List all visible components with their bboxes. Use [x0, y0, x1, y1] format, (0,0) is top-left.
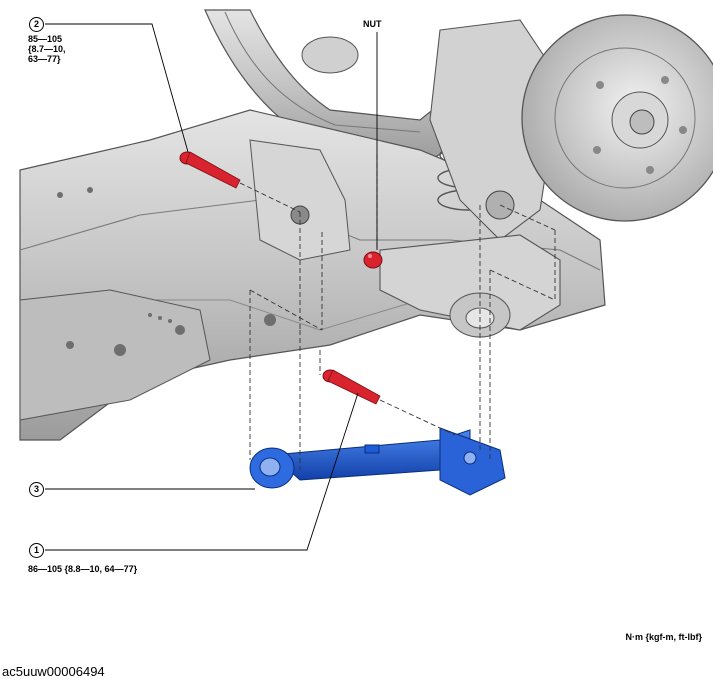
units-note: N·m {kgf-m, ft-lbf}	[625, 632, 703, 642]
leader-lines	[45, 23, 378, 551]
crossmember-ridge	[19, 199, 601, 271]
nut-label: NUT	[363, 19, 382, 29]
callout-2: 2	[29, 17, 44, 32]
upper-mount	[301, 36, 359, 74]
lower-control-arm-rear	[379, 234, 561, 331]
callout-1: 1	[29, 543, 44, 558]
knuckle	[429, 19, 561, 241]
alignment-lines	[239, 155, 556, 470]
lower-member	[19, 289, 211, 421]
drum-ring	[554, 47, 696, 189]
callout-3: 3	[29, 482, 44, 497]
nut	[363, 251, 383, 269]
bolt-2	[179, 151, 241, 189]
hub-cap	[629, 109, 655, 135]
wheel-studs	[593, 76, 687, 174]
callout-1-torque: 86—105 {8.8—10, 64—77}	[28, 564, 138, 574]
frame-holes	[57, 187, 276, 356]
center-bracket	[249, 139, 351, 261]
upper-arm-inner	[224, 11, 421, 133]
figure-id: ac5uuw00006494	[2, 664, 105, 679]
bolt-1	[322, 369, 381, 405]
lateral-link	[249, 427, 506, 496]
callout-2-torque: 85—105 {8.7—10, 63—77}	[28, 34, 66, 64]
